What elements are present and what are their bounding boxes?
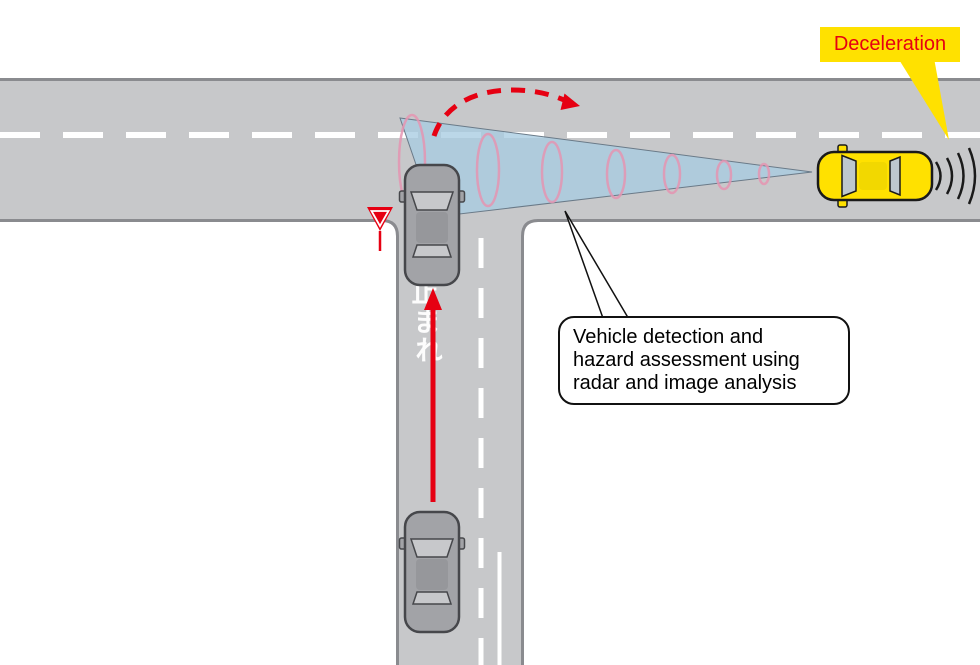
radar-wave-ellipse [715,159,733,191]
road-network [0,78,980,665]
road-edge-bottom-right [521,219,980,665]
radar-wave-ellipse [757,162,771,186]
yield-sign-marker [367,207,393,251]
detection-callout: Vehicle detection and hazard assessment … [558,316,850,405]
detection-callout-line-3: radar and image analysis [573,372,797,394]
deceleration-callout-tail [898,58,949,140]
turning-vehicle [398,163,466,287]
oncoming-vehicle-roof [859,162,887,190]
deceleration-wave-arc [945,157,954,195]
radar-wave-ellipse [662,153,682,195]
oncoming-vehicle-windshield [841,154,857,198]
stop-marking-char-3: れ [416,336,443,366]
turn-path-arrow-head [560,93,580,110]
deceleration-wave-arc [934,161,942,191]
deceleration-callout-label: Deceleration [833,33,947,55]
yield-sign-inner-border [369,210,391,228]
approaching-vehicle [398,510,466,634]
deceleration-wave-arc [956,152,965,200]
oncoming-vehicle [816,144,934,208]
oncoming-vehicle-rear-window [889,155,901,197]
road-edge-bottom-left [0,219,399,665]
radar-wave-ellipse [475,132,501,208]
stop-marking-char-2: ま [414,307,441,337]
radar-wave-ellipse [605,148,627,200]
deceleration-wave-arc [967,147,977,205]
detection-callout-line-2: hazard assessment using [573,349,800,371]
detection-callout-line-1: Vehicle detection and [573,326,764,348]
turn-path-arrow [431,87,580,137]
radar-waves [397,113,771,211]
deceleration-callout: Deceleration [820,27,960,62]
radar-wave-ellipse [540,140,564,204]
approach-arrow [424,288,442,502]
detection-callout-pointer [564,210,632,322]
deceleration-waves [934,147,977,205]
approach-arrow-head [424,288,442,310]
stop-road-marking: 止 ま れ [412,278,443,366]
